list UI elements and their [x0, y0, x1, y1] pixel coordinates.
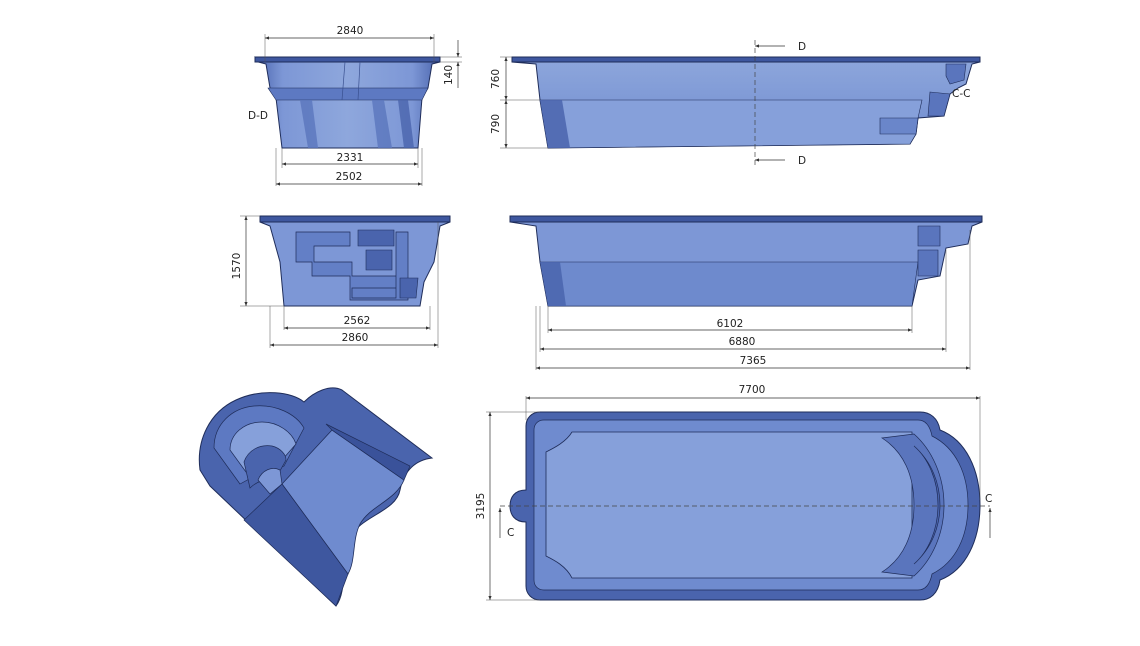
- dim-side-elevation-floor-length: 6102: [717, 318, 744, 330]
- cut-mark-c-left: C: [507, 527, 514, 539]
- dim-side-elevation-body-length: 6880: [729, 336, 756, 348]
- end-section-upper-step: [267, 87, 429, 101]
- side-elevation-view: 6102 6880 7365: [509, 215, 983, 370]
- dim-side-elevation-overall-length: 7365: [740, 355, 767, 367]
- dim-end-section-bottom-width: 2331: [337, 152, 364, 164]
- cut-mark-d-top: D: [798, 41, 806, 53]
- dim-plan-overall-width: 3195: [475, 493, 487, 520]
- isometric-floor: [281, 429, 405, 575]
- section-label-d-d: D-D: [248, 110, 268, 122]
- end-elevation-steps: [295, 231, 409, 301]
- long-section-deep-zone: [539, 99, 923, 149]
- long-section-view: D D 760 790 C-C: [490, 40, 981, 168]
- dim-plan-overall-length: 7700: [739, 384, 766, 396]
- cut-mark-d-bottom: D: [798, 155, 806, 167]
- end-elevation-view: 1570 2562 2860: [231, 215, 451, 348]
- dim-end-elevation-overall-width: 2860: [342, 332, 369, 344]
- section-label-c-c: C-C: [952, 88, 970, 100]
- isometric-view: [198, 387, 434, 607]
- plan-view: 7700 3195 C C: [475, 384, 992, 601]
- dim-end-section-base-width: 2502: [336, 171, 363, 183]
- end-section-rim: [254, 56, 441, 63]
- dim-end-section-rim-height: 140: [443, 65, 455, 85]
- dim-end-elevation-bottom-width: 2562: [344, 315, 371, 327]
- dim-end-section-overall-width: 2840: [337, 25, 364, 37]
- dim-end-elevation-total-depth: 1570: [231, 253, 243, 280]
- dim-long-section-deep-depth: 790: [490, 114, 502, 134]
- dim-long-section-shallow-depth: 760: [490, 69, 502, 89]
- plan-deep-floor: [545, 431, 913, 579]
- end-section-view: 2840 140 D-D 2331 2502: [248, 25, 462, 186]
- cut-mark-c-right: C: [985, 493, 992, 505]
